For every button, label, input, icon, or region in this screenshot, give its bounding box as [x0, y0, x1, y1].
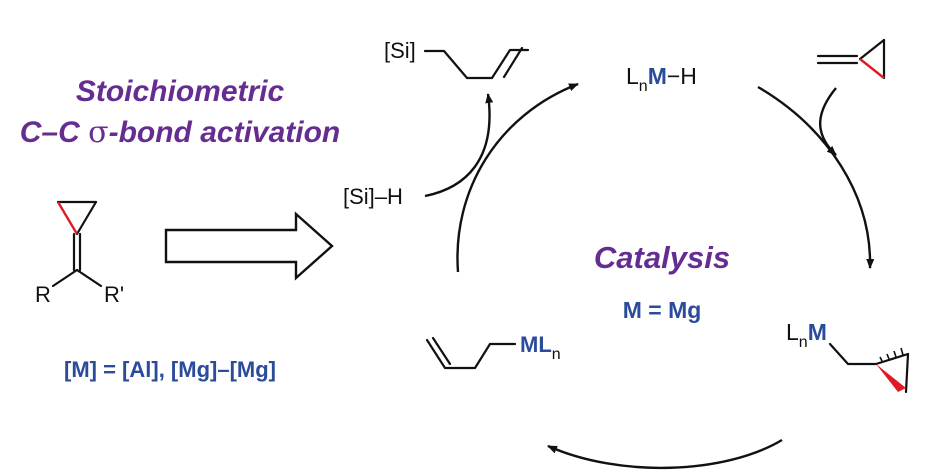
butenyl-metal-label: MLn: [520, 332, 561, 363]
title-cc-activation: C–C σ-bond activation: [20, 115, 341, 150]
label-r: R: [35, 282, 51, 307]
silane-reagent: [Si]–H: [343, 184, 403, 209]
catalysis-label: Catalysis: [594, 240, 730, 275]
metal-list: [M] = [Al], [Mg]–[Mg]: [64, 357, 276, 382]
butenyl-metal-structure: [425, 336, 517, 370]
catalytic-cycle-arrows: [424, 82, 875, 470]
label-r-prime: R': [104, 282, 124, 307]
metal-identity: M = Mg: [623, 297, 702, 323]
metal-hydride: LnM−H: [626, 63, 697, 95]
methylenecyclopropane-structure: [51, 200, 103, 288]
reaction-arrow: [164, 211, 334, 281]
cyclopropylmethyl-structure: [828, 342, 910, 394]
methylenecyclopropane-reagent: [816, 38, 886, 80]
silyl-product-label: [Si]: [384, 38, 416, 63]
butenyl-silane-structure: [423, 46, 530, 80]
cyclopropylmethyl-metal-label: LnM: [786, 319, 827, 351]
title-stoichiometric: Stoichiometric: [76, 75, 285, 108]
